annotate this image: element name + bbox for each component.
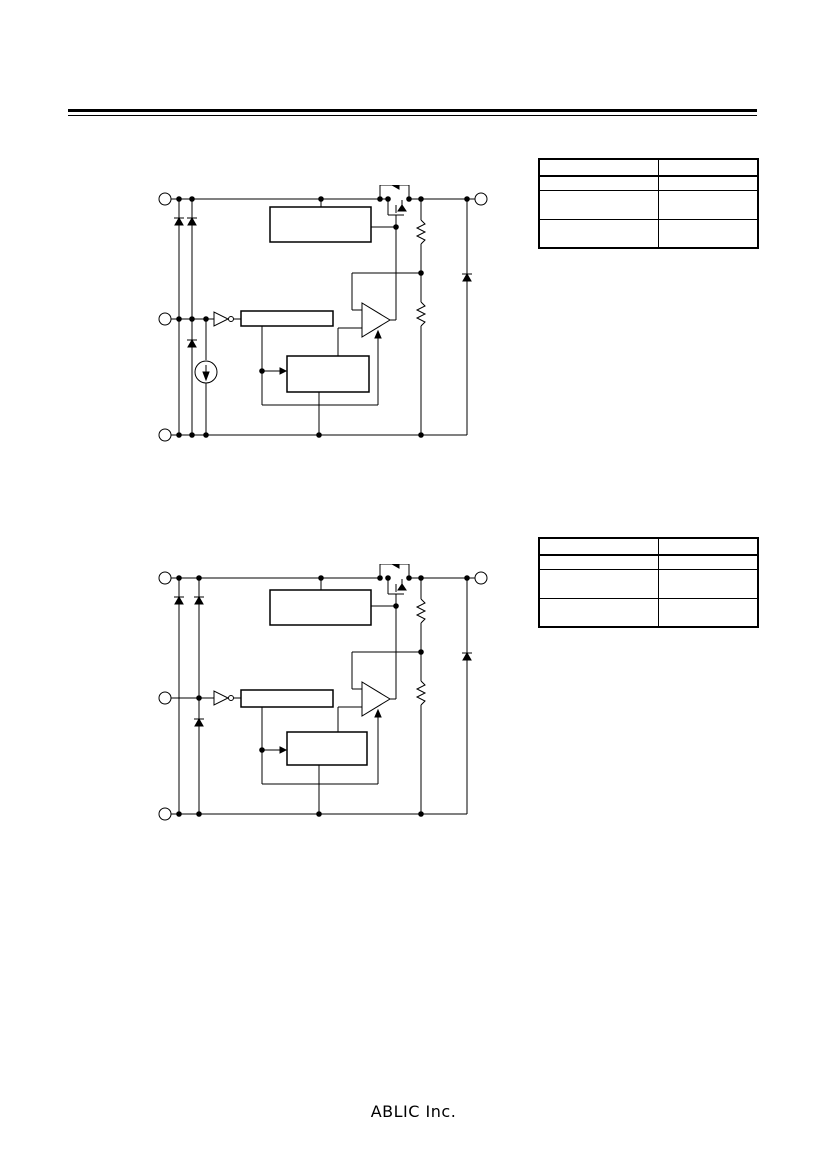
resistor-top: [415, 219, 427, 245]
terminal-on-off: [158, 691, 172, 705]
table-row: [539, 176, 758, 190]
block-reference: [286, 355, 370, 393]
block-diagram-1: [158, 185, 488, 442]
header-rule-thin: [68, 115, 757, 116]
table-row: [539, 598, 758, 627]
terminal-vout: [474, 571, 488, 585]
pin-table-2: [538, 537, 759, 628]
table-row: [539, 555, 758, 569]
block-diagram-2: [158, 564, 488, 821]
table-row: [539, 190, 758, 219]
error-amplifier: [361, 302, 391, 338]
footer-company: ABLIC Inc.: [370, 1102, 457, 1121]
terminal-vss: [158, 428, 172, 442]
block-control: [240, 310, 334, 327]
terminal-vin: [158, 192, 172, 206]
terminal-vout: [474, 192, 488, 206]
terminal-on-off: [158, 312, 172, 326]
table-row: [539, 219, 758, 248]
table-header-row: [539, 159, 758, 176]
block-top: [269, 206, 372, 243]
schmitt-inverter: [213, 311, 230, 327]
table-row: [539, 569, 758, 598]
table-header-row: [539, 538, 758, 555]
header-rule-thick: [68, 109, 757, 112]
resistor-bottom: [415, 301, 427, 327]
terminal-vin: [158, 571, 172, 585]
terminal-vss: [158, 807, 172, 821]
pin-table-1: [538, 158, 759, 249]
